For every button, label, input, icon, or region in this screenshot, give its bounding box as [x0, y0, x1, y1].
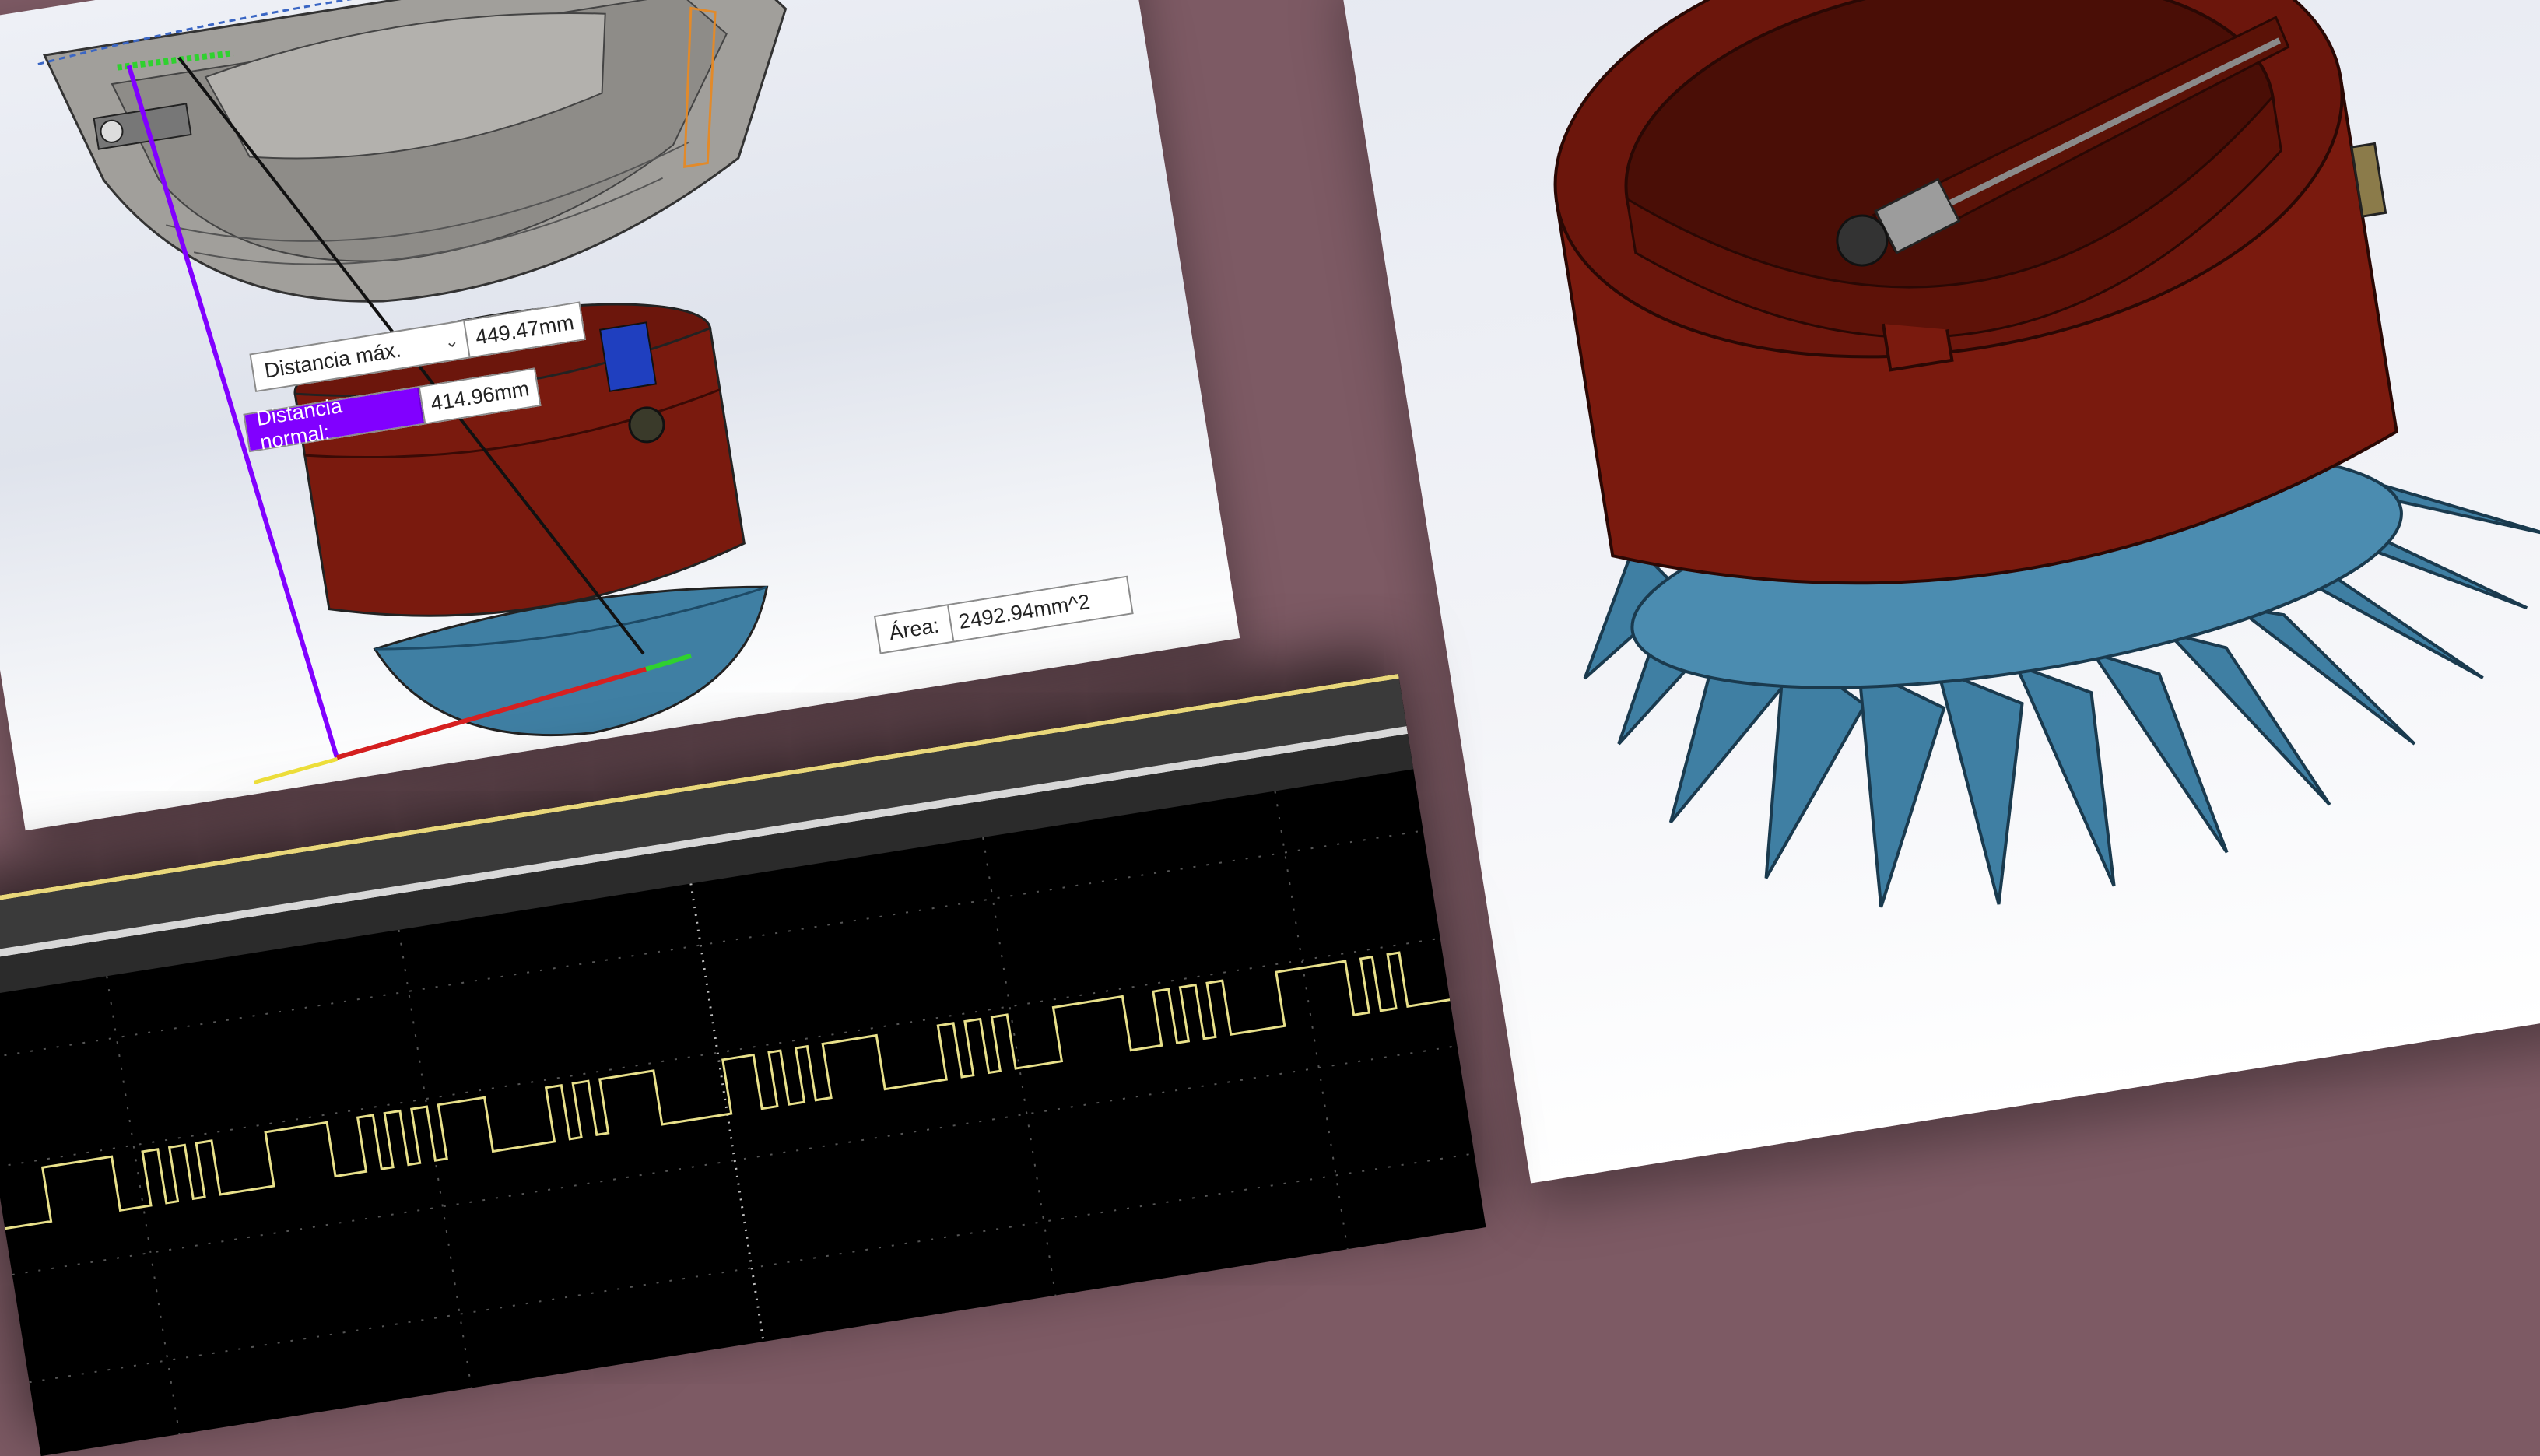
cad-viewport-left[interactable]: Distancia máx. ⌄ 449.47mm Distancia norm…	[0, 0, 1240, 831]
oscilloscope-view[interactable]	[0, 673, 1486, 1456]
cad-model-right	[1553, 0, 2540, 908]
chevron-down-icon[interactable]: ⌄	[443, 330, 461, 353]
cad-model-left	[37, 0, 788, 784]
scope-graticule	[0, 791, 1475, 1438]
blue-dome	[373, 585, 769, 737]
cad-viewport-right[interactable]	[1338, 0, 2540, 1184]
scope-signal-trace	[5, 945, 1455, 1230]
